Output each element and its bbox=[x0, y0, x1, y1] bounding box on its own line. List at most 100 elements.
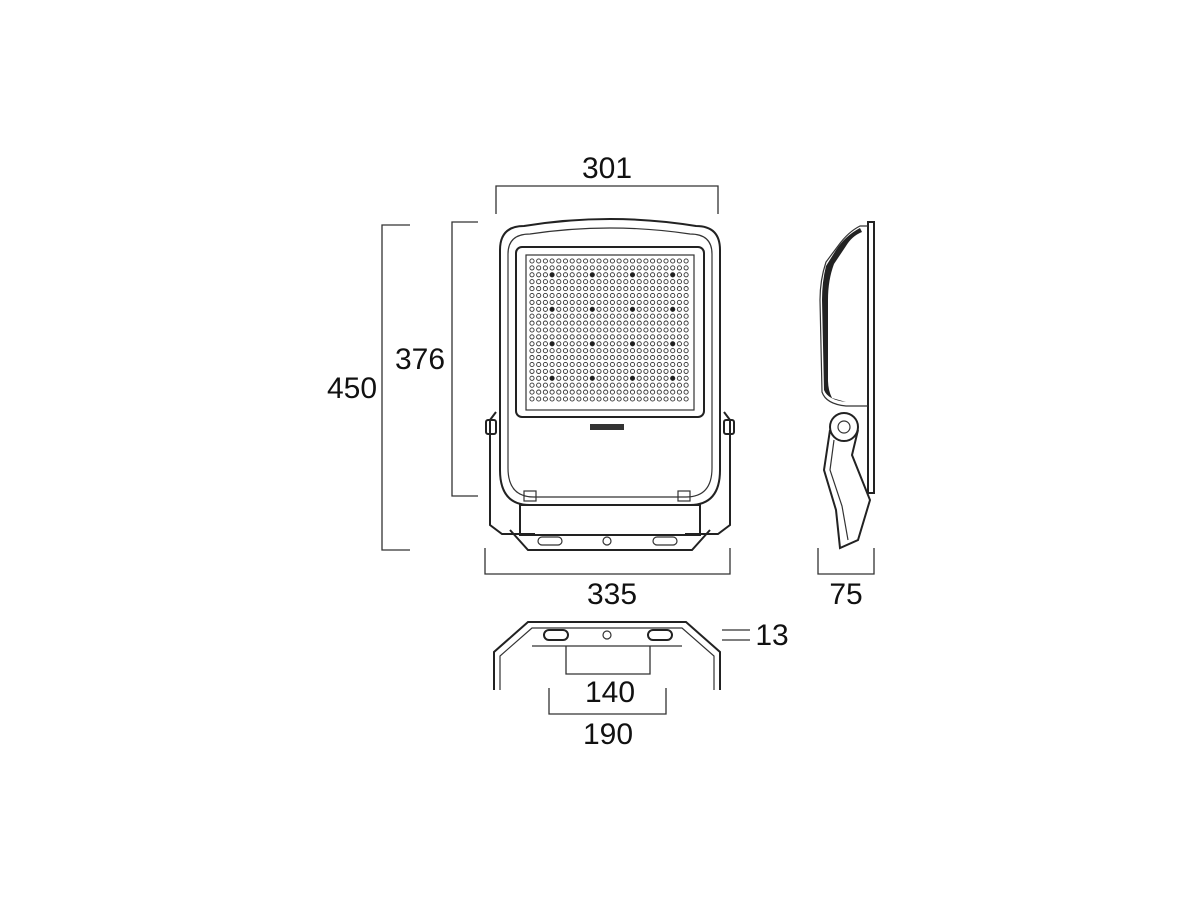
led-dot bbox=[629, 355, 636, 361]
led-dot bbox=[542, 341, 548, 347]
led-dot bbox=[629, 279, 636, 285]
dimension-lines bbox=[381, 185, 875, 715]
led-dot bbox=[609, 327, 615, 333]
led-dot bbox=[529, 286, 535, 292]
led-dot bbox=[596, 272, 602, 278]
dim-hole-spacing: 140 bbox=[585, 676, 635, 709]
led-dot bbox=[583, 361, 589, 368]
led-dot bbox=[589, 334, 595, 340]
led-dot bbox=[556, 265, 562, 271]
led-dot bbox=[529, 368, 535, 374]
led-dot bbox=[576, 258, 582, 264]
led-dot-accent bbox=[670, 306, 676, 312]
led-dot bbox=[609, 313, 615, 319]
led-dot bbox=[656, 279, 662, 285]
led-dot bbox=[529, 361, 535, 368]
led-dot bbox=[603, 341, 609, 347]
led-dot bbox=[609, 341, 615, 347]
led-dot bbox=[670, 382, 676, 388]
led-dot bbox=[663, 286, 669, 292]
led-dot bbox=[636, 348, 642, 354]
led-dot bbox=[629, 313, 636, 319]
led-dot bbox=[650, 375, 656, 381]
led-dot bbox=[636, 286, 642, 292]
led-dot bbox=[616, 382, 622, 388]
led-dot bbox=[623, 292, 629, 299]
led-dot bbox=[562, 286, 569, 292]
led-dot bbox=[596, 265, 602, 271]
led-dot bbox=[616, 361, 622, 368]
led-dot bbox=[643, 299, 649, 305]
led-dot bbox=[663, 355, 669, 361]
led-dot bbox=[643, 334, 649, 340]
led-dot bbox=[616, 341, 622, 347]
led-dot bbox=[576, 375, 582, 381]
led-dot bbox=[643, 396, 649, 402]
led-dot bbox=[529, 396, 535, 402]
led-dot bbox=[603, 382, 609, 388]
led-dot bbox=[529, 306, 535, 312]
led-dot bbox=[656, 334, 662, 340]
led-dot bbox=[596, 306, 602, 312]
led-dot bbox=[670, 279, 676, 285]
led-dot bbox=[549, 313, 555, 319]
led-dot bbox=[609, 258, 615, 264]
led-dot bbox=[542, 258, 548, 264]
led-dot bbox=[556, 375, 562, 381]
led-dot bbox=[569, 355, 575, 361]
led-dot bbox=[562, 265, 569, 271]
led-dot bbox=[663, 368, 669, 374]
led-dot bbox=[650, 382, 656, 388]
led-dot bbox=[683, 375, 689, 381]
led-dot bbox=[603, 279, 609, 285]
led-dot bbox=[663, 375, 669, 381]
led-dot bbox=[683, 258, 689, 264]
led-dot bbox=[676, 313, 682, 319]
led-panel-inner bbox=[525, 254, 695, 411]
bracket-clip-right bbox=[677, 490, 691, 502]
led-dot bbox=[643, 265, 649, 271]
led-dot bbox=[629, 292, 636, 299]
led-dot bbox=[542, 368, 548, 374]
led-dot bbox=[609, 348, 615, 354]
led-dot bbox=[536, 334, 542, 340]
led-dot bbox=[556, 320, 562, 326]
led-dot bbox=[623, 327, 629, 333]
led-dot bbox=[549, 361, 555, 368]
led-dot bbox=[549, 368, 555, 374]
led-dot bbox=[536, 286, 542, 292]
led-dot bbox=[556, 292, 562, 299]
led-dot bbox=[562, 382, 569, 388]
mount-slot-right bbox=[652, 536, 678, 546]
led-dot bbox=[623, 368, 629, 374]
led-dot bbox=[562, 272, 569, 278]
led-dot-accent bbox=[589, 375, 595, 381]
led-dot bbox=[609, 265, 615, 271]
led-dot bbox=[589, 320, 595, 326]
led-dot bbox=[656, 286, 662, 292]
led-dot bbox=[542, 306, 548, 312]
led-dot bbox=[529, 272, 535, 278]
led-dot-accent bbox=[670, 375, 676, 381]
led-dot bbox=[663, 361, 669, 368]
dimension-labels: 301 450 376 335 75 13 140 190 bbox=[327, 152, 863, 751]
led-dot bbox=[589, 361, 595, 368]
led-dot bbox=[576, 355, 582, 361]
led-dot bbox=[656, 258, 662, 264]
led-dot bbox=[650, 265, 656, 271]
led-dot bbox=[609, 286, 615, 292]
dim-total-height: 450 bbox=[327, 372, 377, 405]
led-dot bbox=[549, 320, 555, 326]
led-dot bbox=[583, 272, 589, 278]
led-dot bbox=[683, 382, 689, 388]
dim-line-front-width bbox=[495, 185, 719, 214]
led-dot bbox=[629, 368, 636, 374]
led-dot bbox=[536, 320, 542, 326]
led-dot bbox=[676, 292, 682, 299]
led-dot bbox=[562, 348, 569, 354]
led-dot bbox=[569, 389, 575, 395]
led-dot bbox=[656, 355, 662, 361]
brand-logo bbox=[590, 424, 624, 430]
led-dot bbox=[676, 286, 682, 292]
side-heatsink-fill bbox=[822, 228, 862, 402]
